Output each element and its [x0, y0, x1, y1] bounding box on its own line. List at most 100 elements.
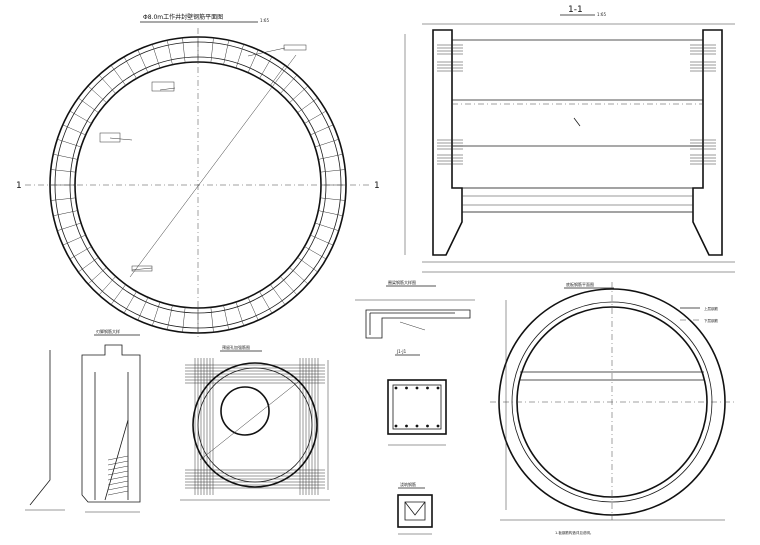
opening-rebar-grid: [185, 358, 325, 495]
radial-stirrup: [223, 40, 230, 65]
j1-rebar-dot: [436, 386, 440, 390]
radial-stirrup: [123, 56, 137, 79]
radial-stirrup: [87, 267, 107, 285]
ring-beam-leader: [399, 321, 426, 331]
blade-foot-hatch-line: [107, 485, 129, 491]
blade-foot-hatch: [107, 455, 129, 496]
radial-stirrup: [259, 56, 273, 79]
main-plan-view: Φ8.0m工作井封壁钢筋平面图 1:65 1 1: [16, 13, 380, 340]
radial-stirrup: [69, 246, 92, 260]
radial-stirrup: [110, 65, 126, 86]
radial-stirrup: [320, 197, 346, 201]
section-scale: 1:65: [597, 12, 606, 17]
radial-stirrup: [310, 124, 334, 136]
radial-stirrup: [53, 210, 78, 217]
j1-rebar-dots: [394, 386, 440, 428]
radial-stirrup: [98, 276, 116, 296]
opening-ring-bar: [197, 367, 313, 483]
detail-d-title: J1-J1: [396, 349, 407, 354]
j1-rebar-dot: [426, 386, 429, 390]
detail-a-title: 刃脚钢筋大样: [96, 328, 120, 334]
radial-stirrup: [182, 37, 186, 63]
bottom-slab: [461, 187, 694, 213]
blade-foot-outline: [81, 344, 141, 503]
callout-leader-4: [131, 267, 153, 271]
left-wall-section: [432, 29, 463, 256]
radial-stirrup: [210, 37, 214, 63]
j1-rebar-dot: [405, 386, 408, 390]
radial-stirrup: [98, 74, 116, 94]
detail-ring-beam: 圈梁钢筋大样图: [355, 279, 475, 339]
blade-foot-hatch-line: [107, 490, 129, 496]
radial-stirrup: [259, 291, 273, 314]
opening-hole: [220, 386, 270, 436]
j1-rebar-dot: [394, 424, 398, 428]
radial-stirrup: [152, 44, 161, 69]
radial-stirrup: [166, 40, 173, 65]
right-wall-section: [692, 29, 723, 256]
j1-rebar-dot: [436, 424, 440, 428]
j1-rebar-dot: [405, 424, 408, 428]
radial-stirrup: [310, 234, 334, 246]
section-mark-right: 1: [374, 181, 380, 191]
radial-stirrup: [320, 169, 346, 173]
detail-j1-section: J1-J1: [387, 349, 447, 446]
blade-foot-diagonal: [104, 419, 129, 501]
radial-stirrup: [247, 297, 259, 321]
wall-rebar-groups: [437, 44, 716, 165]
callout-box-1: [283, 44, 307, 51]
radial-stirrup: [235, 44, 244, 69]
diagonal-radius-line: [129, 54, 297, 278]
radial-stirrup: [297, 257, 318, 273]
blade-foot-hatch-line: [107, 480, 129, 486]
radial-stirrup: [123, 291, 137, 314]
radial-stirrup: [62, 124, 86, 136]
bent-bar-shape: [29, 350, 51, 506]
radial-stirrup: [318, 153, 343, 160]
section-mark-left: 1: [16, 181, 22, 191]
radial-stirrup: [280, 74, 298, 94]
detail-opening-reinforcement: 预留孔加强筋图: [180, 344, 330, 501]
radial-stirrup: [182, 307, 186, 333]
detail-small-section: 浇筑钢筋: [397, 481, 433, 535]
radial-stirrup: [137, 49, 149, 73]
j1-rebar-dot: [394, 386, 398, 390]
radial-stirrup: [247, 49, 259, 73]
radial-stirrup: [78, 257, 99, 273]
radial-stirrup: [110, 284, 126, 305]
detail-c-title: 圈梁钢筋大样图: [388, 279, 416, 285]
j1-rebar-dot: [415, 424, 419, 428]
radial-stirrup: [223, 305, 230, 330]
blade-foot-hatch-line: [107, 475, 129, 481]
detail-b-title: 预留孔加强筋图: [222, 344, 250, 350]
j1-rebar-dot: [415, 386, 419, 390]
radial-stirrup: [235, 301, 244, 326]
radial-stirrup: [289, 267, 309, 285]
main-plan-title: Φ8.0m工作井封壁钢筋平面图: [143, 13, 223, 21]
radial-stirrup: [318, 210, 343, 217]
blade-foot-hatch-line: [107, 455, 129, 461]
section-1-1-view: 1-1 1:65: [404, 5, 735, 273]
detail-e-title: 浇筑钢筋: [400, 481, 416, 487]
slab-note: 1.板钢筋构造详见说明。: [555, 530, 593, 535]
slab-plan-title: 底板钢筋平面图: [566, 281, 594, 287]
blade-foot-hatch-line: [107, 470, 129, 476]
j1-rebar-dot: [426, 424, 429, 428]
radial-stirrup: [53, 153, 78, 160]
radial-stirrup: [62, 234, 86, 246]
radial-stirrup: [270, 65, 286, 86]
radial-stirrup: [166, 305, 173, 330]
radial-stirrup: [50, 169, 76, 173]
radial-stirrups: [50, 37, 346, 333]
radial-stirrup: [297, 97, 318, 113]
radial-stirrup: [69, 110, 92, 124]
callout-box-2: [151, 81, 175, 92]
radial-stirrup: [57, 139, 82, 148]
radial-stirrup: [289, 85, 309, 103]
radial-stirrup: [270, 284, 286, 305]
small-section-bars: [404, 501, 426, 521]
legend-top-label: 上层钢筋: [704, 306, 718, 311]
bottom-slab-plan: 底板钢筋平面图 上层钢筋 下层钢筋 1.板钢筋构造详见说明。: [490, 281, 735, 535]
small-section-outline: [397, 494, 433, 528]
